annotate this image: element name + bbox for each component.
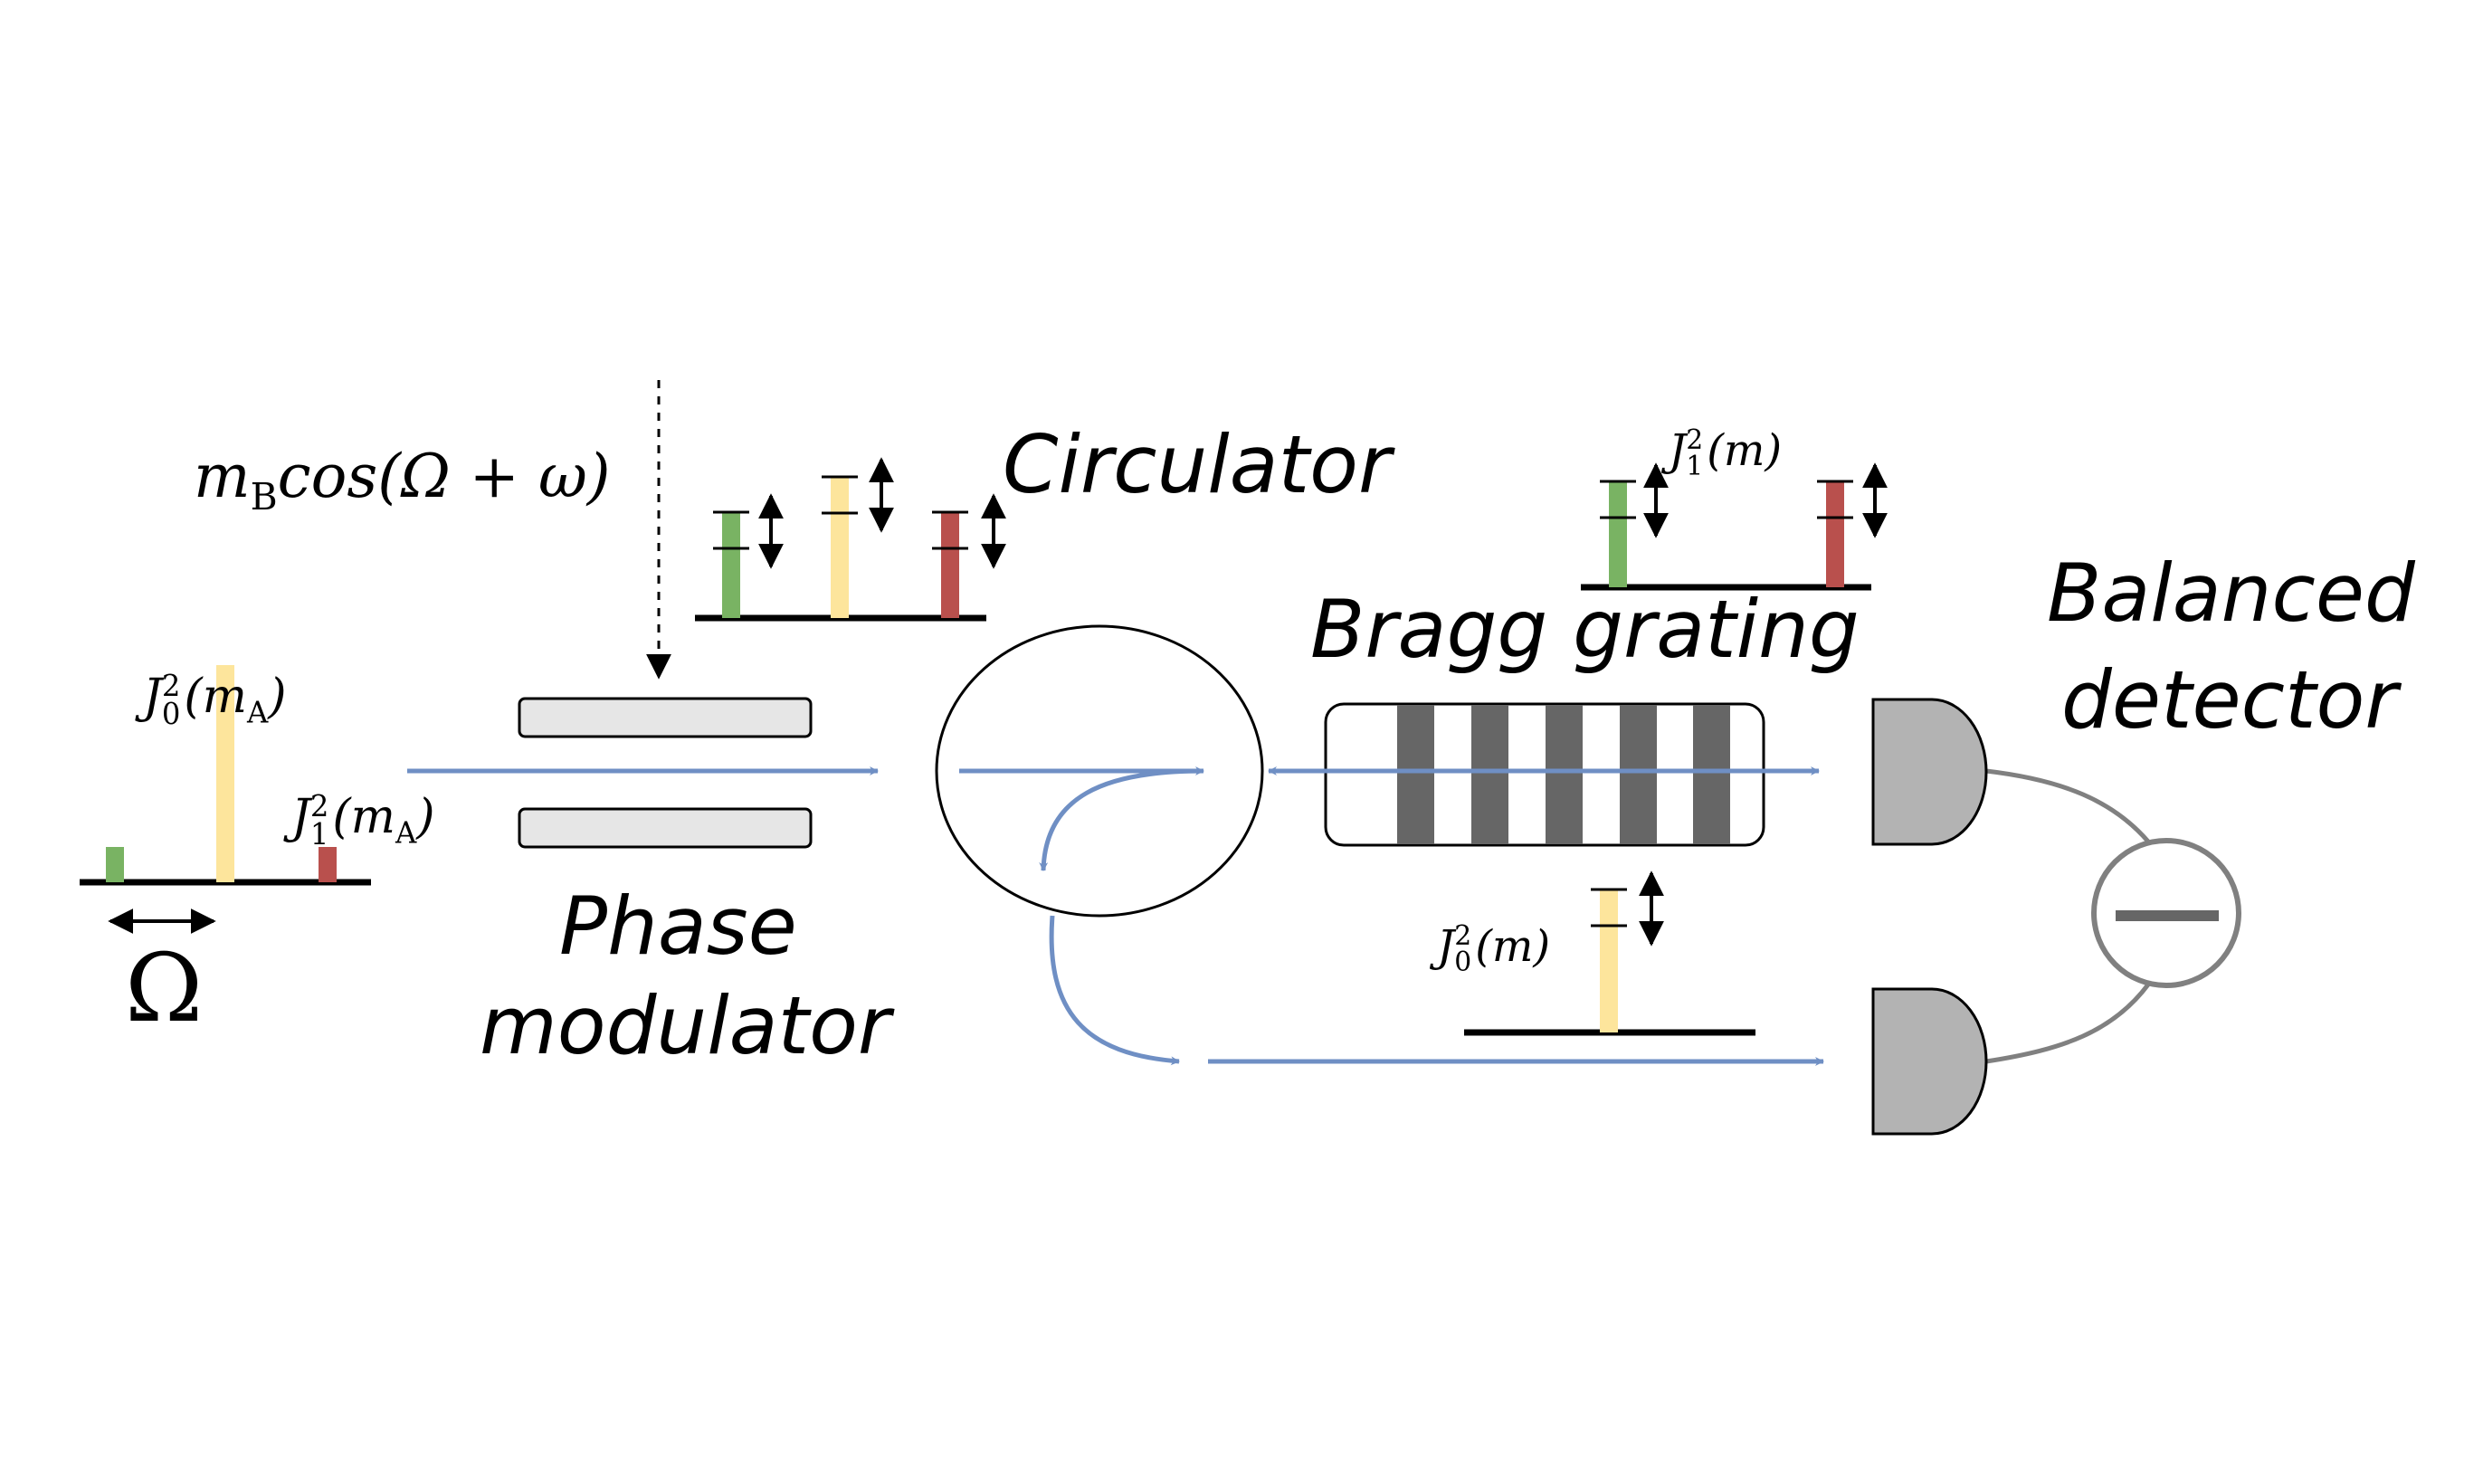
output-curve-arrow (1049, 915, 1180, 1066)
math-close: ) (416, 790, 435, 844)
math-arg: (m) (1475, 921, 1551, 972)
math-arg: (m) (1707, 425, 1783, 476)
sideband-low-bar (722, 512, 740, 618)
input-spectrum (80, 665, 371, 934)
math-sup: 2 (1686, 424, 1704, 457)
math-sup: 2 (1454, 920, 1472, 953)
math-j: J (291, 790, 310, 844)
grating-dark-stripe (1693, 705, 1730, 844)
phase-modulator (518, 697, 813, 849)
sideband-high-bar (941, 512, 959, 618)
detector-label: detector (2061, 653, 2398, 747)
modulator-electrode-bottom (518, 807, 813, 849)
math-sup: 2 (161, 668, 181, 703)
detector-wire-bottom (1985, 983, 2150, 1064)
carrier-bar (1600, 889, 1618, 1032)
modulator-electrode-top (518, 697, 813, 738)
math-sub: 1 (309, 816, 329, 851)
reflected-spectrum (1464, 870, 1755, 1036)
carrier-bar (831, 477, 849, 618)
math-j: J (143, 670, 162, 724)
balanced-label: Balanced (2047, 547, 2415, 640)
modulator-label: modulator (480, 979, 891, 1072)
math-sub: 0 (1454, 946, 1472, 978)
sideband-low-bar (106, 847, 124, 882)
photodiode-top (1871, 698, 1988, 846)
balanced-detector (1871, 698, 2241, 1136)
circulator-body (935, 624, 1264, 918)
sideband-high-bar (319, 847, 337, 882)
sideband-high-bar (1826, 481, 1844, 587)
math-argsub: A (395, 815, 417, 851)
modulation-signal-label: mBcos(Ω + ω) (194, 442, 611, 518)
phase-label: Phase (559, 880, 797, 973)
math-sub: 1 (1686, 450, 1704, 482)
math-sub: B (250, 475, 278, 519)
grating-dark-stripe (1471, 705, 1508, 844)
math-argsub: A (246, 695, 269, 730)
math-rest: cos(Ω + ω) (277, 442, 611, 511)
math-j: J (1669, 425, 1687, 476)
sideband-low-bar (1609, 481, 1627, 587)
bragg-grating-label: Bragg grating (1310, 583, 1860, 676)
modulated-spectrum (695, 457, 1006, 622)
grating-dark-stripe (1620, 705, 1657, 844)
math-m: m (194, 442, 251, 511)
circulator-return-arrow (1039, 768, 1204, 871)
omega-symbol: Ω (125, 933, 204, 1043)
grating-dark-stripe (1397, 705, 1434, 844)
carrier-bar (216, 665, 234, 882)
transmitted-spectrum (1581, 462, 1888, 591)
math-arg: (m (332, 790, 395, 844)
photodiode-bottom (1871, 987, 1988, 1136)
grating-dark-stripe (1546, 705, 1583, 844)
math-j: J (1437, 921, 1455, 972)
bragg-grating (1324, 702, 1765, 847)
math-close: ) (268, 670, 287, 724)
detector-wire-top (1985, 768, 2150, 843)
circulator (935, 624, 1264, 918)
math-sub: 0 (161, 696, 181, 731)
math-sup: 2 (309, 788, 329, 823)
math-arg: (m (184, 670, 247, 724)
circulator-label: Circulator (1003, 418, 1392, 511)
